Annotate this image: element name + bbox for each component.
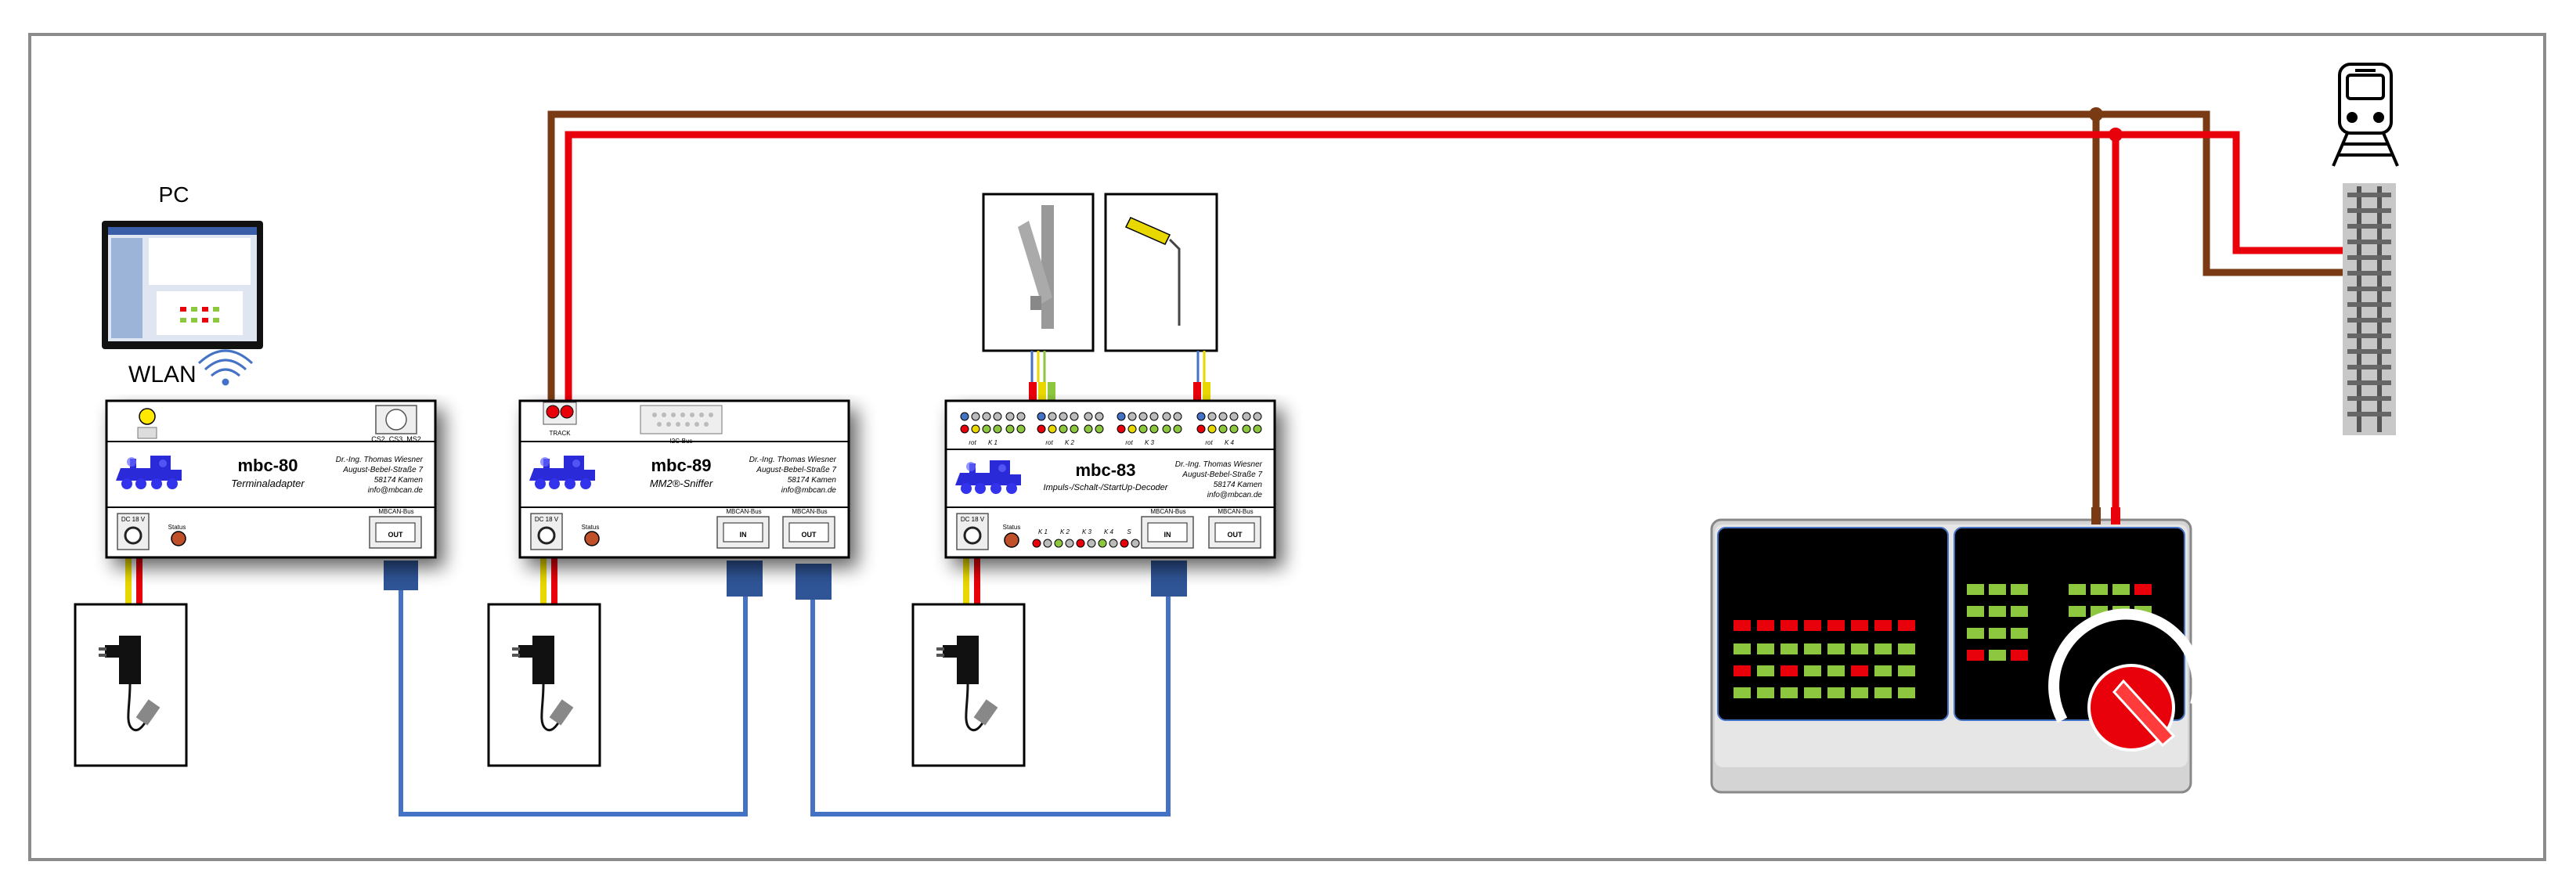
bus-label: MBCAN-Bus (726, 508, 761, 515)
dc-label: DC 18 V (535, 516, 559, 523)
output-group-label: rot (969, 439, 976, 446)
device-mbc83: rot K 1 rot K 2 rot K 3 rot K 4 mbc-83 I… (944, 399, 1276, 559)
key-label: K 3 (1082, 528, 1092, 535)
address-line: August-Bebel-Straße 7 (756, 466, 836, 474)
diagram-frame (28, 33, 2546, 861)
out-label: OUT (388, 531, 404, 539)
device-mbc80: CS2, CS3, MS2 mbc-80 Terminaladapter Dr.… (105, 399, 437, 559)
address-line: info@mbcan.de (781, 486, 837, 495)
status-label: Status (582, 524, 600, 531)
speed-knob (2048, 608, 2204, 752)
train-icon (2332, 63, 2399, 167)
power-supply-1 (74, 557, 188, 767)
station-left-display (1734, 620, 1915, 698)
address-line: 58174 Kamen (1214, 481, 1263, 489)
wire-junction-brown (2089, 107, 2103, 121)
status-label: Status (168, 524, 186, 531)
bus-label: MBCAN-Bus (1218, 508, 1253, 515)
output-group-label: rot (1205, 439, 1213, 446)
mbc80-subtitle: Terminaladapter (231, 478, 305, 489)
wifi-icon (197, 349, 254, 386)
bus-connector (727, 561, 763, 597)
wire-junction-red (2109, 128, 2123, 142)
station-wire-ends (2091, 507, 2120, 525)
out-label: OUT (802, 531, 817, 539)
i2c-port (640, 405, 723, 434)
mbc80-model: mbc-80 (237, 456, 298, 475)
dc-label: DC 18 V (121, 516, 146, 523)
address-line: 58174 Kamen (374, 476, 424, 485)
address-line: Dr.-Ing. Thomas Wiesner (1175, 460, 1263, 469)
bus-label: MBCAN-Bus (378, 508, 413, 515)
out-label: OUT (1228, 531, 1243, 539)
key-label: K 1 (1038, 528, 1048, 535)
bus-wires (399, 579, 1171, 816)
output-group-label: rot (1045, 439, 1053, 446)
track-wires (547, 110, 2352, 520)
address-line: info@mbcan.de (1207, 491, 1263, 499)
bus-label: MBCAN-Bus (1150, 508, 1185, 515)
mbc89-subtitle: MM2®-Sniffer (650, 478, 713, 489)
output-terminals (960, 412, 1262, 434)
power-supply-icon (487, 603, 601, 767)
pc-screen-icon (102, 221, 263, 349)
in-label: IN (1164, 531, 1171, 539)
status-led (1004, 532, 1019, 548)
address-line: August-Bebel-Straße 7 (1182, 470, 1262, 479)
bus-connector (384, 561, 418, 590)
key-label: K 2 (1060, 528, 1070, 535)
address-line: info@mbcan.de (368, 486, 424, 495)
status-led (584, 531, 600, 546)
turnout-icon (982, 193, 1095, 382)
wlan-label: WLAN (128, 362, 197, 388)
signal-icon (1104, 193, 1218, 382)
mbc83-model: mbc-83 (1075, 460, 1135, 480)
track-icon (2343, 183, 2396, 435)
dc-label: DC 18 V (961, 516, 985, 523)
bus-label: MBCAN-Bus (792, 508, 827, 515)
status-label: Status (1003, 524, 1021, 531)
mbc89-model: mbc-89 (651, 456, 711, 475)
in-label: IN (740, 531, 747, 539)
mbc83-subtitle: Impuls-/Schalt-/StartUp-Decoder (1044, 483, 1169, 492)
accessory-wire-ends (1029, 382, 1210, 402)
antenna-icon (137, 427, 157, 439)
device-mbc89: TRACK I2C-Bus mbc-89 MM2®-Sniffer Dr.-In… (518, 399, 850, 559)
track-label: TRACK (549, 430, 571, 437)
bus-connector (796, 564, 832, 600)
i2c-label: I2C-Bus (670, 438, 693, 445)
control-station-icon (1710, 518, 2204, 794)
power-supply-3 (911, 557, 1026, 767)
output-group-label: rot (1125, 439, 1133, 446)
key-terminals (1032, 539, 1140, 548)
output-group-label: K 2 (1065, 439, 1075, 446)
status-led (171, 531, 186, 546)
bus-connector (1151, 561, 1187, 597)
power-supply-icon (74, 603, 188, 767)
key-label: S (1127, 528, 1131, 535)
address-line: 58174 Kamen (788, 476, 837, 485)
port-top-label: CS2, CS3, MS2 (371, 435, 421, 443)
key-label: K 4 (1104, 528, 1114, 535)
power-supply-icon (911, 603, 1026, 767)
address-line: Dr.-Ing. Thomas Wiesner (749, 456, 837, 464)
address-line: August-Bebel-Straße 7 (342, 466, 423, 474)
output-group-label: K 1 (988, 439, 998, 446)
status-led-yellow (139, 408, 156, 425)
pc-label: PC (159, 182, 189, 207)
address-line: Dr.-Ing. Thomas Wiesner (336, 456, 424, 464)
output-group-label: K 3 (1145, 439, 1155, 446)
power-supply-2 (487, 557, 601, 767)
output-group-label: K 4 (1225, 439, 1235, 446)
